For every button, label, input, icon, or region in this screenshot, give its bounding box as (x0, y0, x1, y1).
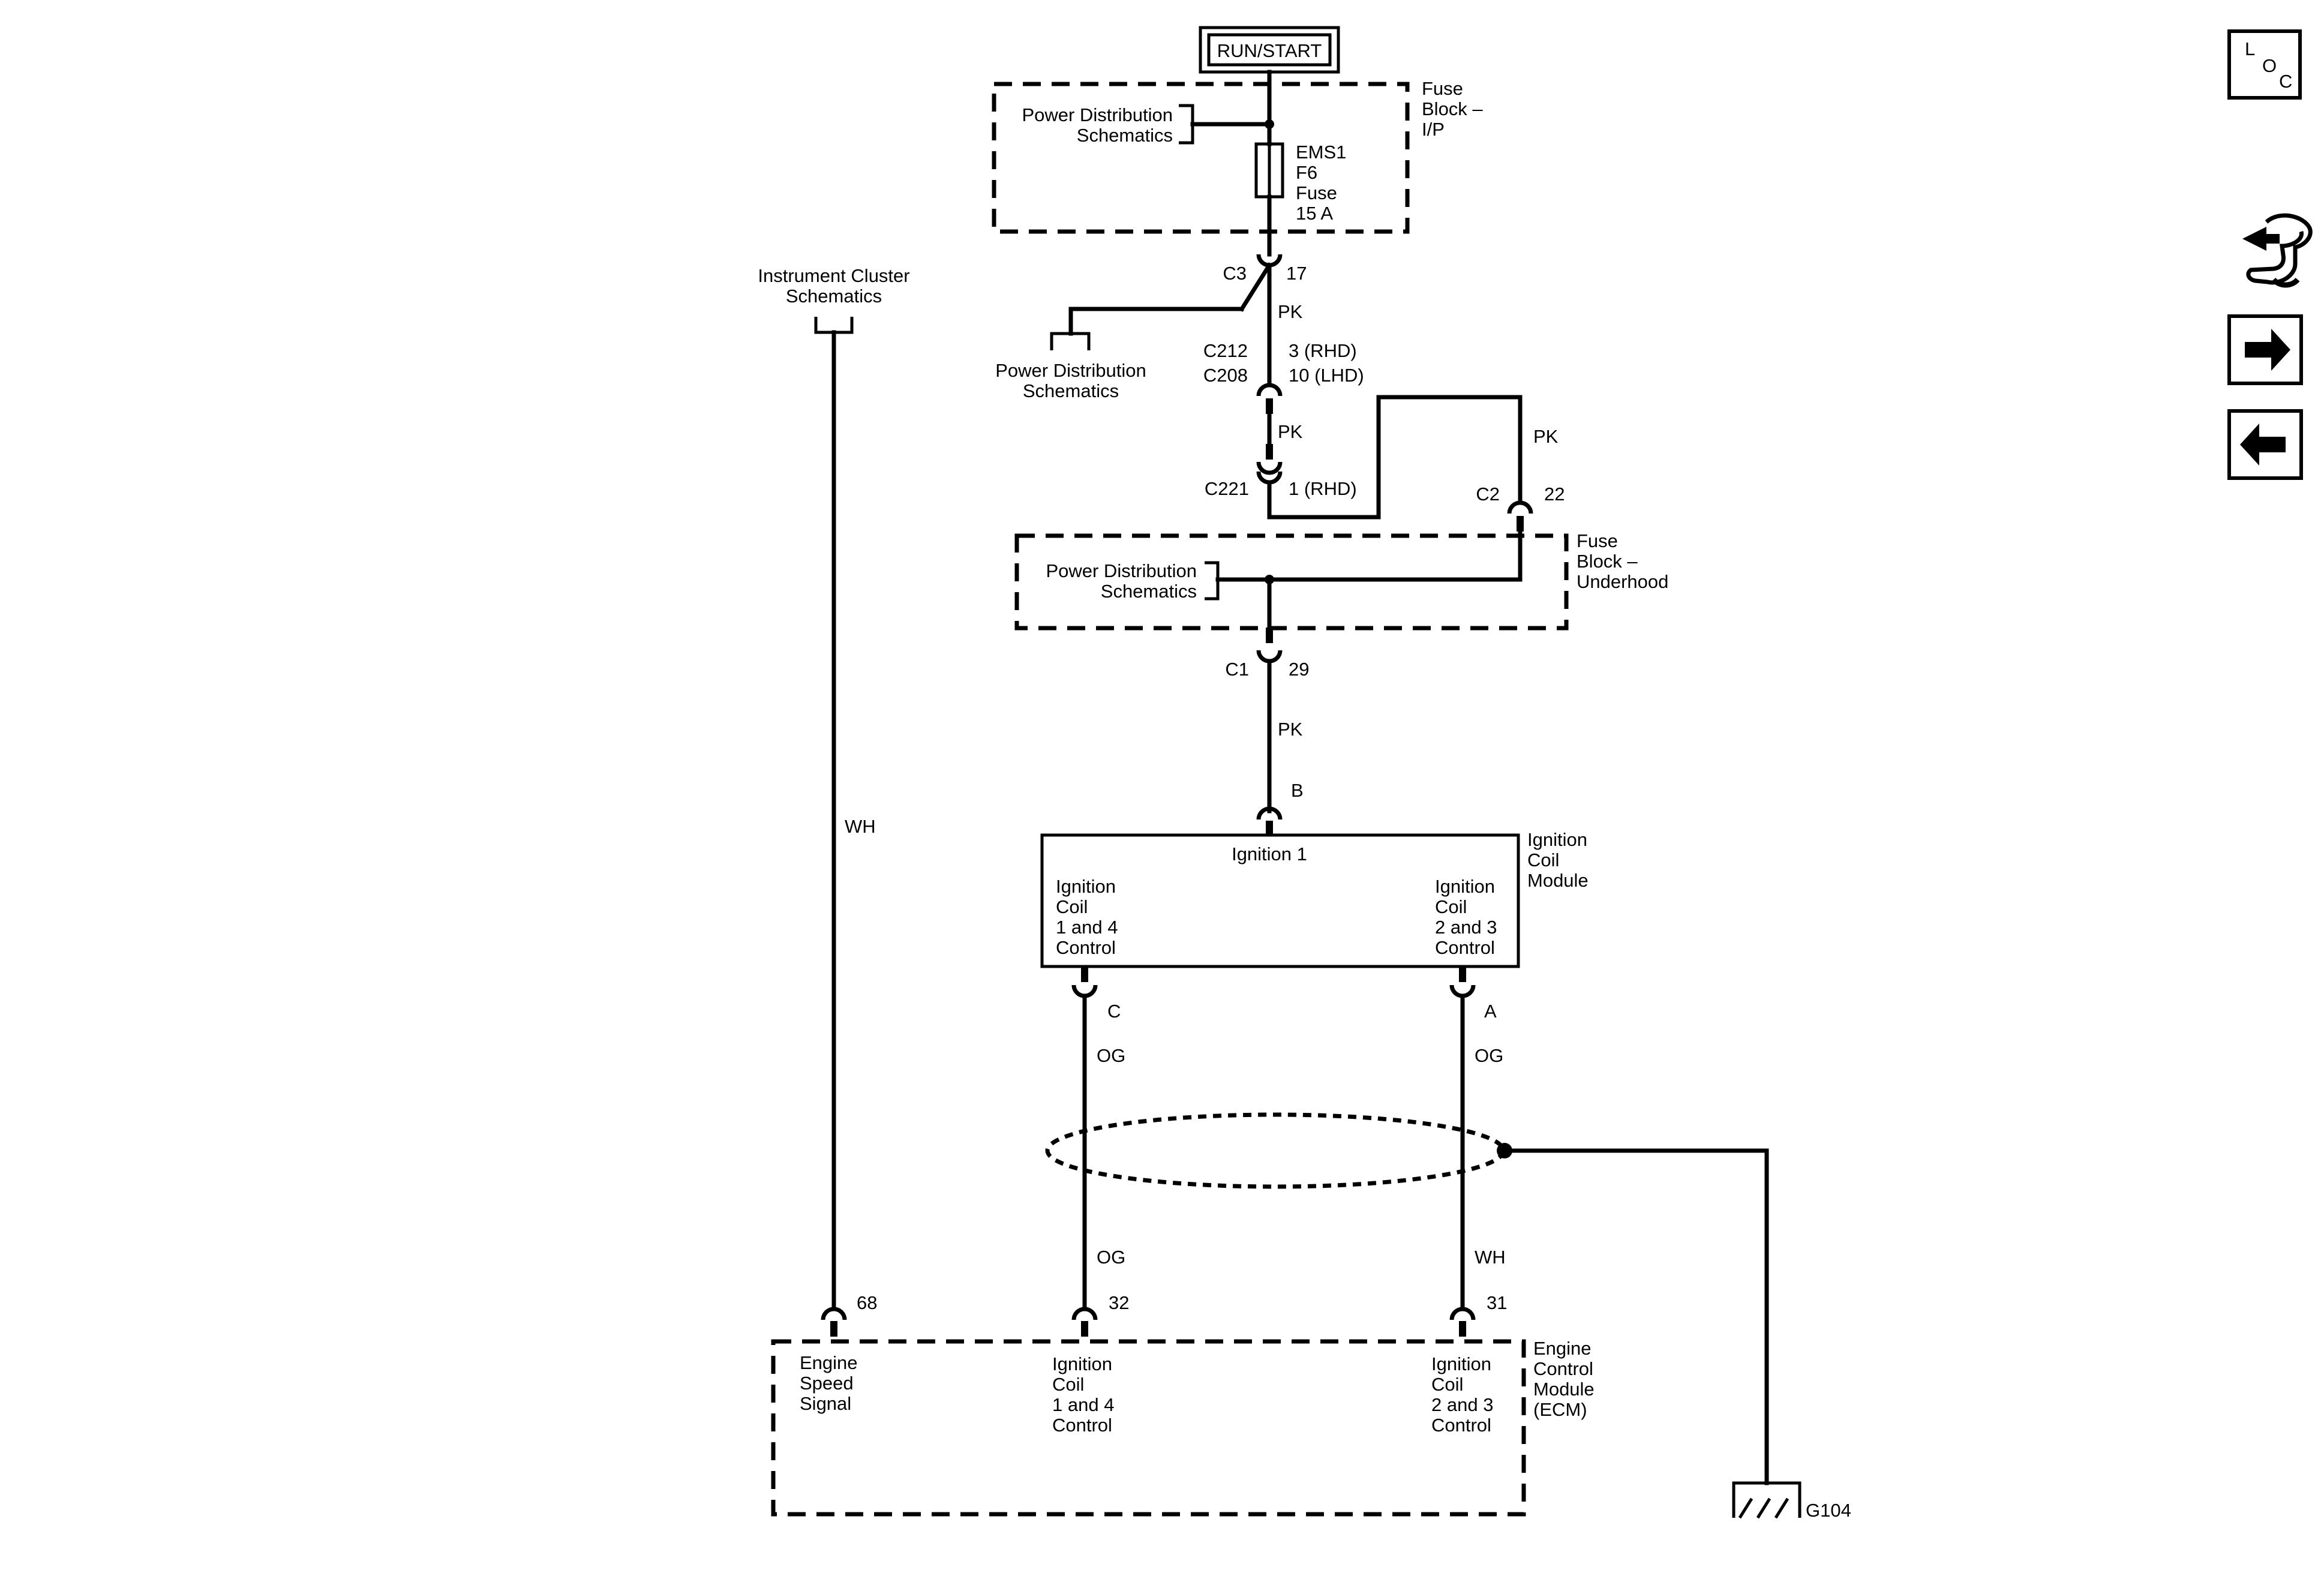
connector-c212-c208 (1256, 383, 1283, 397)
ecm-coil14-line2: Coil (1052, 1374, 1084, 1395)
ignition-module-title-3: Module (1527, 870, 1589, 891)
ecm-title-3: Module (1533, 1379, 1595, 1400)
instrument-cluster-line2: Schematics (786, 286, 882, 307)
module-right-line3: 2 and 3 (1435, 917, 1497, 938)
ecm-coil23-line1: Ignition (1431, 1353, 1491, 1374)
c212-pin: 3 (RHD) (1289, 340, 1357, 361)
back-arrow-icon[interactable] (2227, 409, 2303, 480)
instrument-cluster-line1: Instrument Cluster (758, 265, 909, 286)
c2-label: C2 (1476, 484, 1500, 505)
module-left-line4: Control (1056, 937, 1116, 958)
c221-pin: 1 (RHD) (1289, 478, 1357, 499)
power-dist-ip-line1: Power Distribution (1022, 104, 1173, 125)
wire-og-lower: OG (1097, 1247, 1125, 1268)
ecm-speed-line3: Signal (800, 1393, 851, 1414)
power-dist-uh-line1: Power Distribution (1046, 560, 1197, 581)
pin-b-label: B (1291, 780, 1304, 801)
power-dist-ref-line2: Schematics (1023, 380, 1119, 401)
ecm-title-1: Engine (1533, 1338, 1592, 1359)
wire-pk-3: PK (1533, 426, 1559, 447)
component-locator-icon[interactable] (2242, 213, 2313, 288)
c2-pin: 22 (1544, 484, 1565, 505)
pin-c-label: C (1107, 1001, 1121, 1022)
c208-label: C208 (1203, 365, 1248, 386)
ecm-coil14-line3: 1 and 4 (1052, 1394, 1114, 1415)
ecm-pin-68: 68 (857, 1292, 877, 1313)
connector-31 (1449, 1307, 1476, 1320)
fuse-block-ip-title-3: I/P (1422, 119, 1445, 140)
connector-68 (821, 1307, 847, 1320)
fuse-block-uh-title-3: Underhood (1577, 571, 1668, 592)
wire-og-c: OG (1097, 1045, 1125, 1066)
ignition-module-title-1: Ignition (1527, 829, 1587, 850)
fuse-block-uh-title-2: Block – (1577, 551, 1638, 572)
fuse-block-underhood-box (1014, 533, 1569, 631)
ground-label: G104 (1806, 1500, 1851, 1521)
fuse-block-ip-title-2: Block – (1422, 98, 1483, 119)
module-right-line2: Coil (1435, 896, 1467, 917)
module-right-line4: Control (1435, 937, 1495, 958)
fuse-type: Fuse (1296, 182, 1337, 203)
ecm-coil14-line4: Control (1052, 1415, 1112, 1436)
fuse-rating: 15 A (1296, 203, 1333, 224)
fuse-block-ip-box (992, 82, 1410, 234)
fuse-position: F6 (1296, 162, 1317, 183)
wire-pk-2: PK (1278, 421, 1303, 442)
wire-wh-left: WH (845, 816, 876, 837)
connector-32 (1071, 1307, 1098, 1320)
connector-b (1256, 806, 1283, 820)
shield-ellipse (1045, 1112, 1506, 1189)
ignition-1-label: Ignition 1 (1232, 843, 1307, 864)
wire-og-a: OG (1475, 1045, 1503, 1066)
ecm-pin-32: 32 (1109, 1292, 1129, 1313)
loc-letter-l: L (2245, 38, 2255, 59)
c3-label: C3 (1223, 263, 1247, 284)
ecm-speed-line1: Engine (800, 1352, 858, 1373)
ecm-title-4: (ECM) (1533, 1399, 1587, 1420)
power-dist-uh-line2: Schematics (1101, 581, 1197, 602)
fuse-block-uh-title-1: Fuse (1577, 530, 1618, 551)
loc-letter-o: O (2262, 55, 2277, 76)
wire-pk-4: PK (1278, 719, 1303, 740)
fuse-block-ip-title-1: Fuse (1422, 78, 1463, 99)
loc-letter-c: C (2279, 71, 2292, 92)
c208-pin: 10 (LHD) (1289, 365, 1364, 386)
connector-c2 (1507, 500, 1533, 514)
c1-pin: 29 (1289, 659, 1309, 680)
ignition-coil-module-box (1040, 833, 1520, 968)
fuse-name: EMS1 (1296, 142, 1346, 163)
module-left-line3: 1 and 4 (1056, 917, 1118, 938)
c212-label: C212 (1203, 340, 1248, 361)
run-start-label: RUN/START (1217, 40, 1322, 61)
ecm-coil23-line4: Control (1431, 1415, 1491, 1436)
ecm-coil23-line3: 2 and 3 (1431, 1394, 1493, 1415)
wire-wh-lower: WH (1475, 1247, 1506, 1268)
run-start-source: RUN/START (1199, 26, 1340, 74)
c221-label: C221 (1205, 478, 1249, 499)
ecm-coil14-line1: Ignition (1052, 1353, 1112, 1374)
module-right-line1: Ignition (1435, 876, 1495, 897)
c1-label: C1 (1225, 659, 1249, 680)
power-dist-ref-line1: Power Distribution (995, 360, 1146, 381)
ecm-pin-31: 31 (1487, 1292, 1507, 1313)
wire-pk-1: PK (1278, 301, 1303, 322)
c3-pin: 17 (1286, 263, 1307, 284)
ecm-box (771, 1339, 1526, 1517)
ignition-module-title-2: Coil (1527, 849, 1559, 870)
module-left-line2: Coil (1056, 896, 1088, 917)
pin-a-label: A (1484, 1001, 1497, 1022)
ecm-coil23-line2: Coil (1431, 1374, 1463, 1395)
ecm-speed-line2: Speed (800, 1373, 854, 1394)
ground-symbol-icon (1732, 1481, 1801, 1519)
ecm-title-2: Control (1533, 1358, 1593, 1379)
module-left-line1: Ignition (1056, 876, 1116, 897)
forward-arrow-icon[interactable] (2227, 314, 2303, 385)
power-dist-ip-line2: Schematics (1077, 125, 1173, 146)
loc-button[interactable]: L O C (2227, 29, 2302, 100)
